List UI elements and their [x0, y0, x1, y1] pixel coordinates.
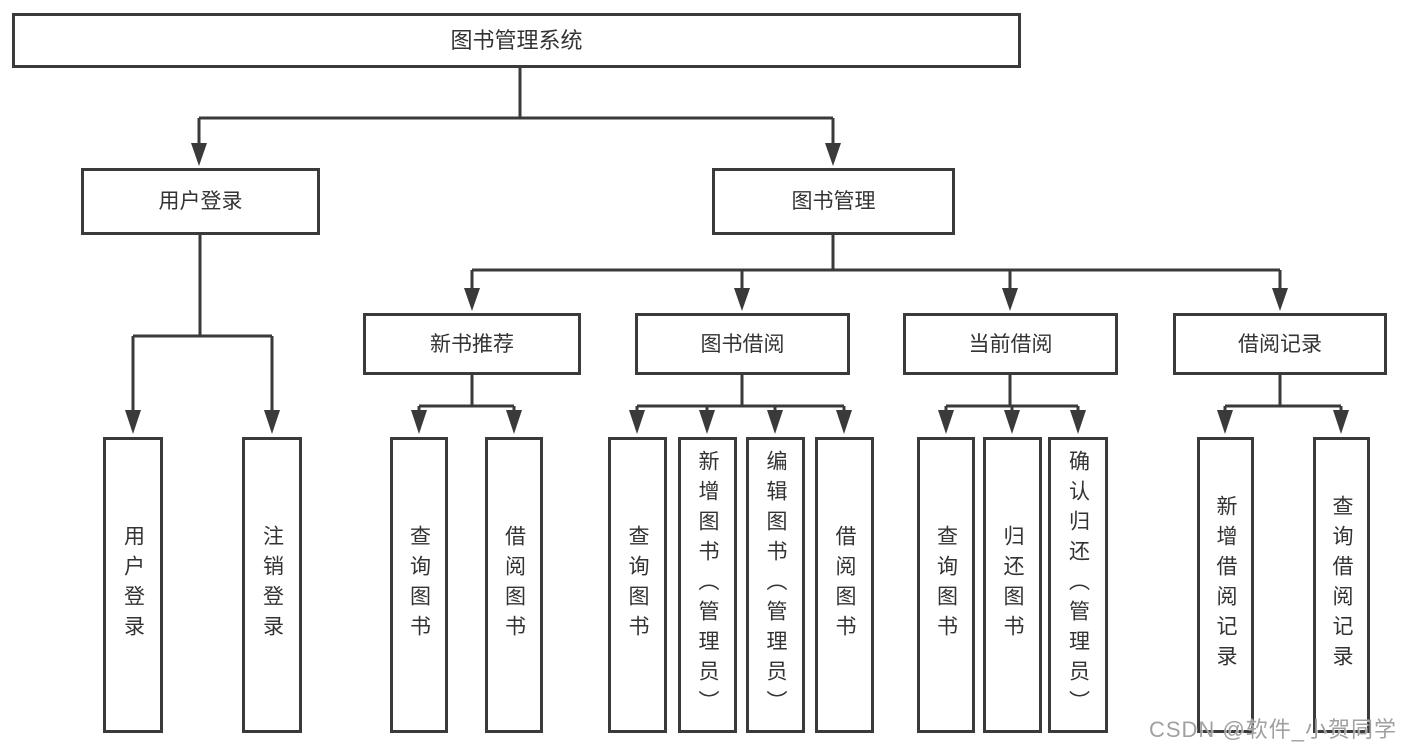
node-label: 查询图书: [934, 525, 958, 645]
node-label: 图书借阅: [700, 332, 785, 356]
node-label: 查询图书: [626, 525, 649, 645]
connector-line: [470, 235, 1282, 289]
connector-line: [197, 68, 835, 144]
node-current-borrowing: 当前借阅: [903, 313, 1118, 375]
node-new-book-recommend: 新书推荐: [363, 313, 581, 375]
arrowhead-icon: [1217, 410, 1233, 434]
node-label: 归还图书: [1001, 525, 1024, 645]
node-user-login: 用户登录: [103, 437, 163, 733]
node-query-books-current: 查询图书: [917, 437, 975, 733]
arrowhead-icon: [264, 410, 280, 434]
arrowhead-icon: [506, 410, 522, 434]
arrowhead-icon: [1272, 288, 1288, 311]
node-label: 注销登录: [260, 525, 284, 645]
arrowhead-icon: [464, 288, 480, 311]
arrowhead-icon: [411, 410, 427, 434]
node-label: 新增借阅记录: [1214, 495, 1237, 675]
arrowhead-icon: [191, 143, 207, 166]
arrowhead-icon: [629, 410, 645, 434]
node-label: 借阅图书: [833, 525, 856, 645]
arrowhead-icon: [836, 410, 852, 434]
node-return-books: 归还图书: [983, 437, 1042, 733]
node-label: 当前借阅: [968, 332, 1053, 356]
node-add-borrow-record: 新增借阅记录: [1197, 437, 1254, 733]
node-query-books-recommend: 查询图书: [390, 437, 448, 733]
node-label: 用户登录: [158, 190, 243, 213]
connector-line: [635, 375, 846, 411]
arrowhead-icon: [734, 288, 750, 311]
arrowhead-icon: [825, 143, 841, 166]
node-book-management: 图书管理: [712, 168, 955, 235]
arrowhead-icon: [1002, 288, 1018, 311]
node-label: 新增图书（管理员）: [696, 450, 719, 720]
arrowhead-icon: [125, 410, 141, 434]
node-borrowing-records: 借阅记录: [1173, 313, 1387, 375]
node-label: 图书管理: [791, 190, 876, 213]
node-borrow-books: 借阅图书: [815, 437, 874, 733]
node-borrow-books-recommend: 借阅图书: [485, 437, 543, 733]
arrowhead-icon: [699, 410, 715, 434]
node-query-books-borrowing: 查询图书: [608, 437, 667, 733]
watermark-text: CSDN @软件_小贺同学: [1148, 717, 1397, 742]
node-label: 编辑图书（管理员）: [764, 450, 787, 720]
arrowhead-icon: [767, 410, 783, 434]
node-user-login-branch: 用户登录: [81, 168, 320, 235]
node-label: 新书推荐: [430, 332, 514, 356]
node-library-management-system: 图书管理系统: [12, 13, 1021, 68]
node-label: 借阅图书: [502, 525, 526, 645]
connector-line: [1223, 375, 1343, 411]
node-query-borrow-record: 查询借阅记录: [1313, 437, 1370, 733]
node-label: 查询借阅记录: [1330, 495, 1353, 675]
node-label: 用户登录: [121, 525, 145, 645]
node-confirm-return-admin: 确认归还（管理员）: [1048, 437, 1108, 733]
arrowhead-icon: [1004, 410, 1020, 434]
node-add-books-admin: 新增图书（管理员）: [678, 437, 737, 733]
node-label: 确认归还（管理员）: [1066, 450, 1090, 720]
connector-line: [131, 235, 274, 411]
node-book-borrowing: 图书借阅: [635, 313, 850, 375]
node-label: 借阅记录: [1238, 332, 1322, 356]
connector-line: [944, 375, 1080, 411]
arrowhead-icon: [1070, 410, 1086, 434]
arrowhead-icon: [938, 410, 954, 434]
node-label: 图书管理系统: [450, 27, 583, 53]
node-logout: 注销登录: [242, 437, 302, 733]
connector-line: [417, 375, 516, 411]
node-edit-books-admin: 编辑图书（管理员）: [746, 437, 805, 733]
node-label: 查询图书: [407, 525, 431, 645]
arrowhead-icon: [1333, 410, 1349, 434]
watermark: CSDN @软件_小贺同学: [1149, 712, 1397, 744]
